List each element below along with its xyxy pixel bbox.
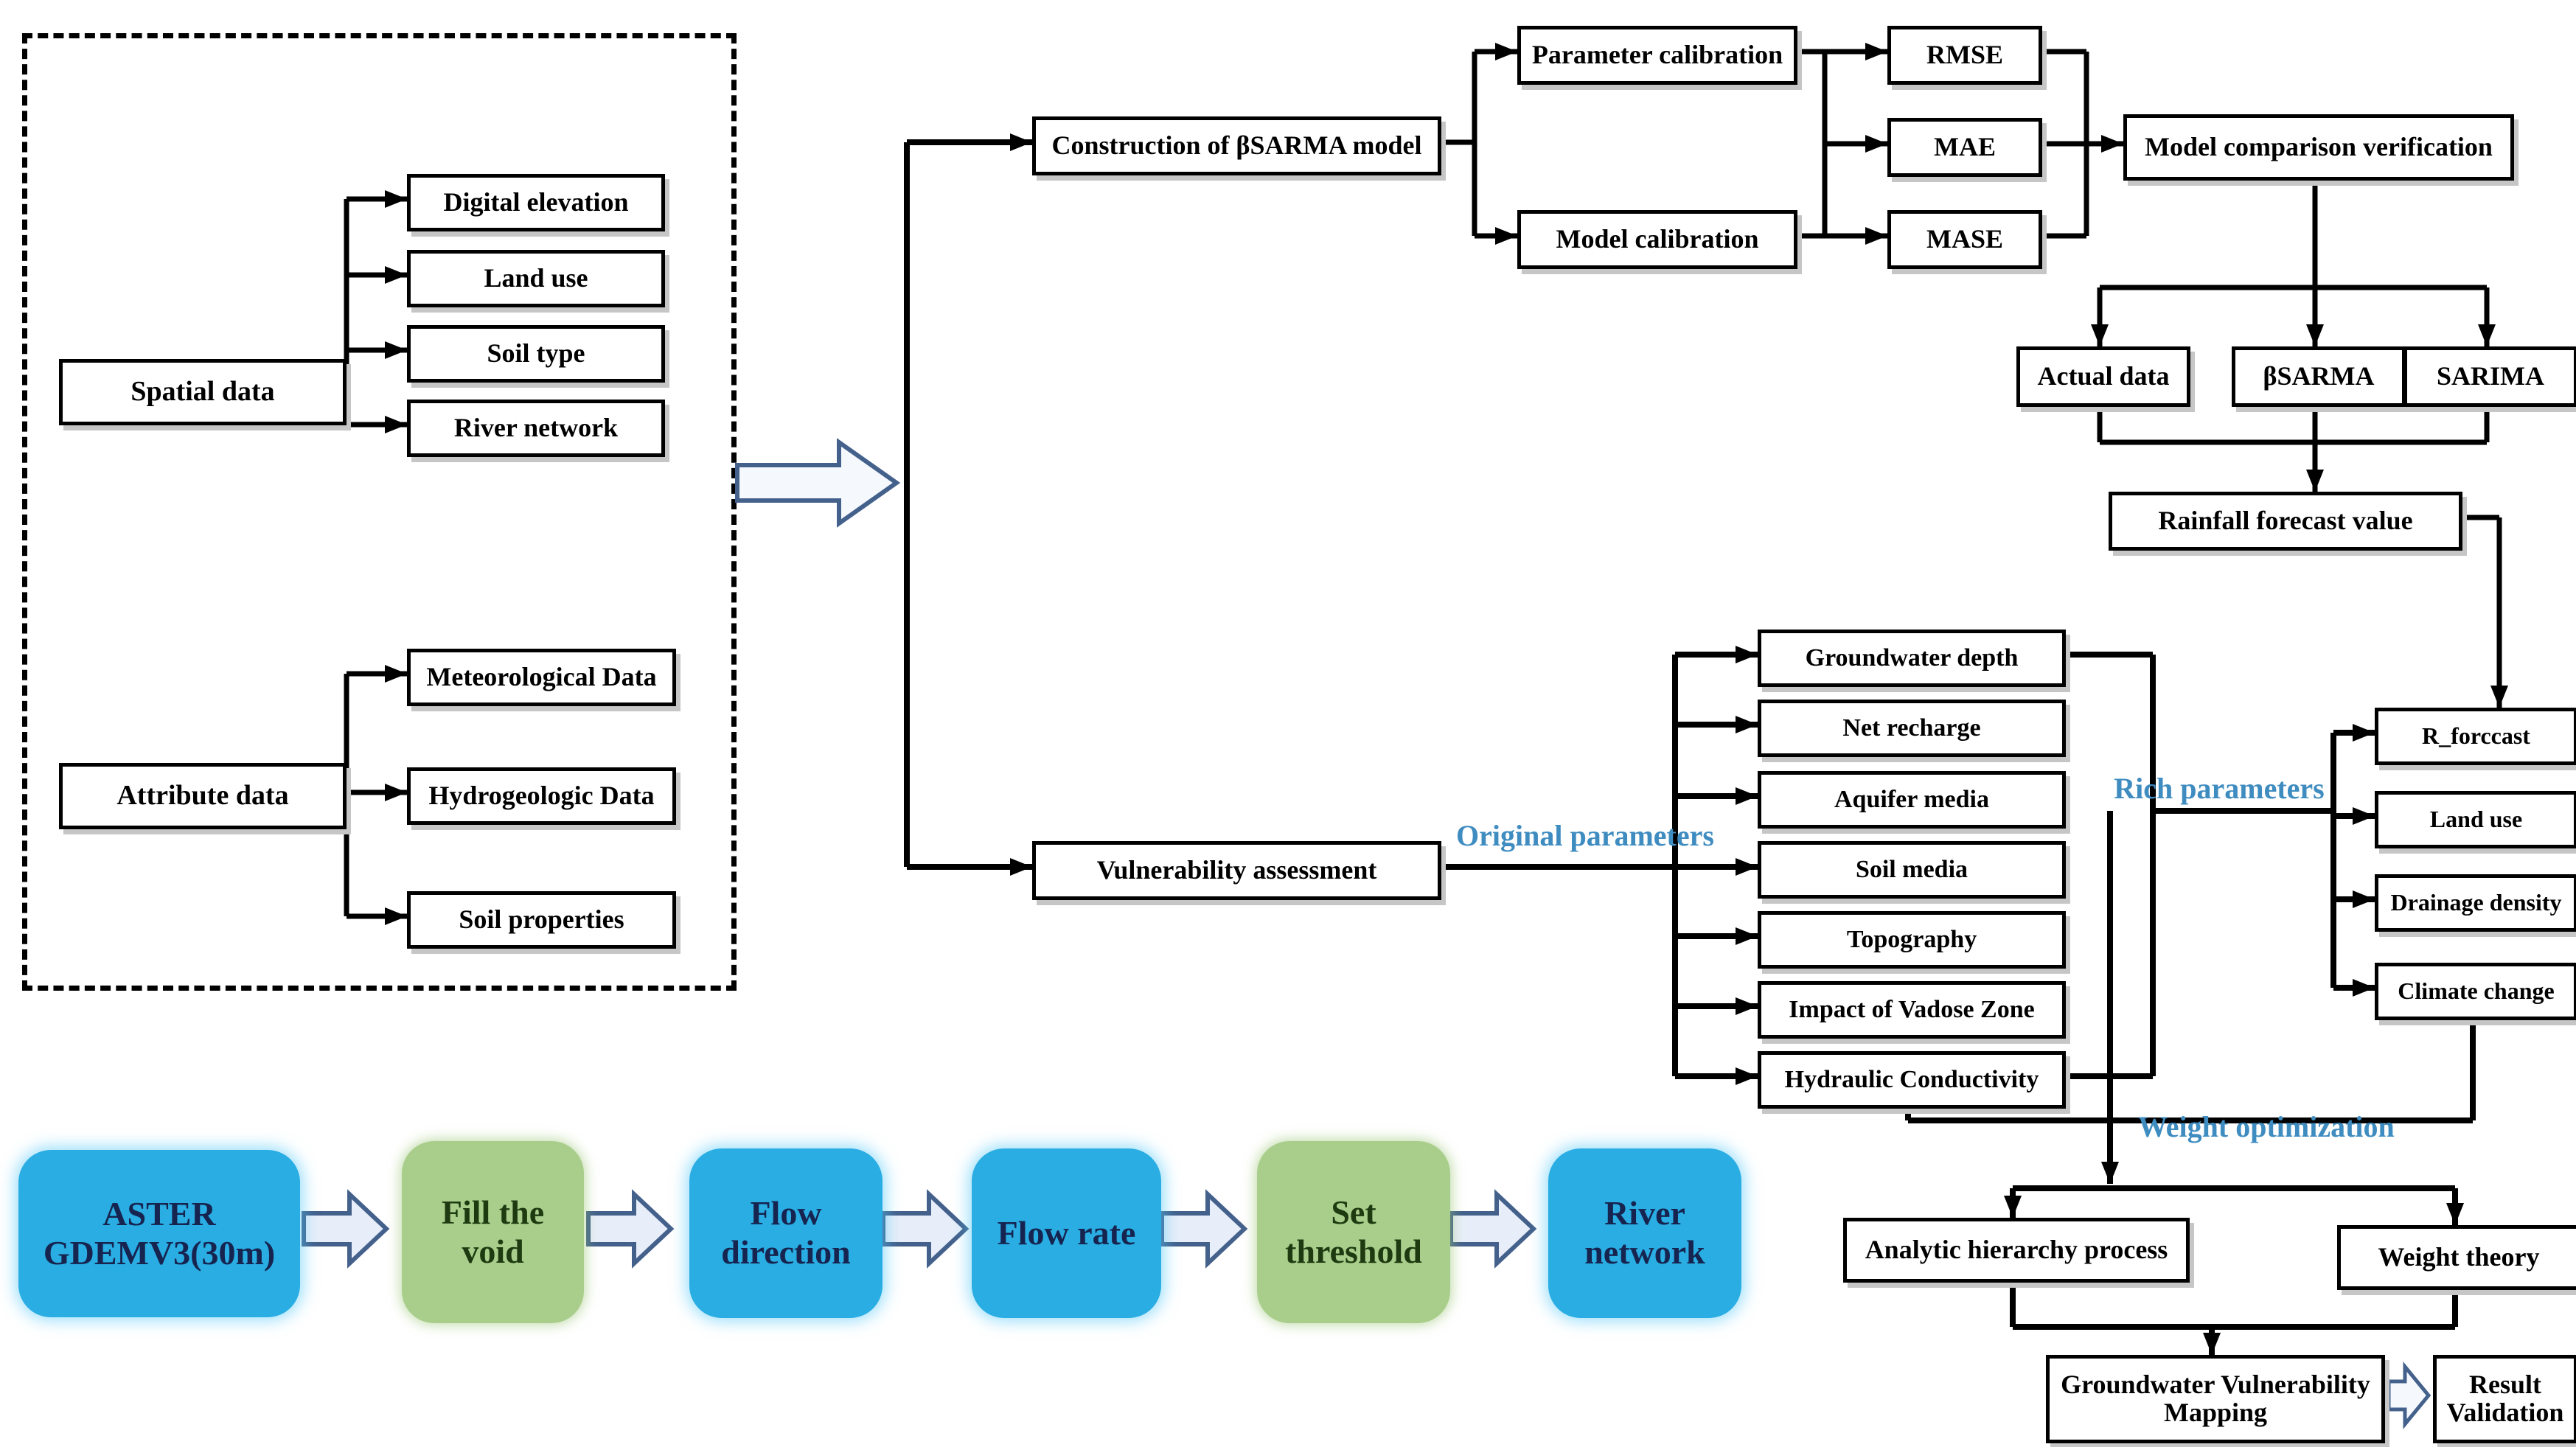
dem-step-set-threshold: Set threshold <box>1257 1141 1450 1323</box>
rich-land-use-box: Land use <box>2375 791 2576 848</box>
metric-connectors <box>1790 43 1887 245</box>
param-aquifer-media-box: Aquifer media <box>1758 771 2066 829</box>
parameter-calibration-box: Parameter calibration <box>1517 26 1797 85</box>
rich-parameter-connectors <box>2058 652 2375 1079</box>
input-data-dashed-panel <box>22 33 737 991</box>
attribute-item-meteorological: Meteorological Data <box>407 649 676 706</box>
analytic-hierarchy-process-box: Analytic hierarchy process <box>1843 1218 2190 1283</box>
construction-box: Construction of βSARMA model <box>1032 116 1441 175</box>
weight-optimization-label: Weight optimization <box>2138 1110 2395 1143</box>
rainfall-forecast-box: Rainfall forecast value <box>2109 492 2462 551</box>
calibration-connectors <box>1434 43 1517 245</box>
comparison-connectors <box>2035 49 2123 239</box>
rich-r-forecast-box: R_forccast <box>2375 708 2576 765</box>
dem-step-flow-rate: Flow rate <box>972 1148 1161 1318</box>
model-calibration-box: Model calibration <box>1517 210 1797 269</box>
weight-optimization-connectors <box>1905 811 2476 1184</box>
dem-step-fill-the-void: Fill the void <box>402 1141 584 1323</box>
attribute-item-soil-properties: Soil properties <box>407 891 676 949</box>
groundwater-vulnerability-mapping-box: Groundwater Vulnerability Mapping <box>2046 1355 2385 1443</box>
spatial-item-soil-type: Soil type <box>407 325 665 383</box>
attribute-data-box: Attribute data <box>59 763 347 829</box>
dem-block-arrows <box>302 1189 1537 1269</box>
result-validation-box: Result Validation <box>2433 1355 2576 1443</box>
spatial-data-box: Spatial data <box>59 359 347 425</box>
original-parameter-connectors <box>1434 646 1758 1085</box>
spatial-branch-connectors <box>339 190 407 433</box>
metric-mase-box: MASE <box>1887 210 2042 269</box>
param-vadose-zone-box: Impact of Vadose Zone <box>1758 981 2066 1039</box>
dem-step-flow-direction: Flow direction <box>689 1148 883 1318</box>
model-comparison-box: Model comparison verification <box>2123 114 2514 181</box>
rforecast-connectors <box>2455 515 2508 708</box>
result-validation-block-arrow <box>2387 1361 2431 1429</box>
dem-step-river-network: River network <box>1548 1148 1741 1318</box>
weight-split-connectors <box>2004 1185 2464 1225</box>
rich-drainage-density-box: Drainage density <box>2375 874 2576 932</box>
actual-data-box: Actual data <box>2016 346 2190 407</box>
model-split-connectors <box>2091 173 2496 346</box>
attribute-item-hydrogeologic: Hydrogeologic Data <box>407 767 676 825</box>
spatial-item-river-network: River network <box>407 400 665 457</box>
metric-mae-box: MAE <box>1887 118 2042 177</box>
param-hydraulic-conductivity-box: Hydraulic Conductivity <box>1758 1051 2066 1109</box>
rich-climate-change-box: Climate change <box>2375 963 2576 1020</box>
main-trunk-connectors <box>904 133 1032 876</box>
metric-rmse-box: RMSE <box>1887 26 2042 85</box>
rich-parameters-label: Rich parameters <box>2114 772 2325 805</box>
dem-step-aster-gdem: ASTER GDEMV3(30m) <box>18 1150 300 1317</box>
spatial-item-digital-elevation: Digital elevation <box>407 174 665 231</box>
param-net-recharge-box: Net recharge <box>1758 700 2066 757</box>
attribute-branch-connectors <box>339 665 407 925</box>
original-parameters-label: Original parameters <box>1456 819 1714 852</box>
bsarma-box: βSARMA <box>2232 346 2406 407</box>
vulnerability-assessment-box: Vulnerability assessment <box>1032 841 1441 900</box>
param-soil-media-box: Soil media <box>1758 841 2066 899</box>
sarima-box: SARIMA <box>2403 346 2576 407</box>
spatial-item-land-use: Land use <box>407 250 665 307</box>
panel-output-block-arrow <box>735 438 901 528</box>
rainfall-merge-connectors <box>2097 400 2490 492</box>
param-groundwater-depth-box: Groundwater depth <box>1758 630 2066 687</box>
weight-theory-box: Weight theory <box>2337 1225 2576 1290</box>
mapping-merge-connectors <box>2010 1275 2458 1355</box>
param-topography-box: Topography <box>1758 911 2066 969</box>
